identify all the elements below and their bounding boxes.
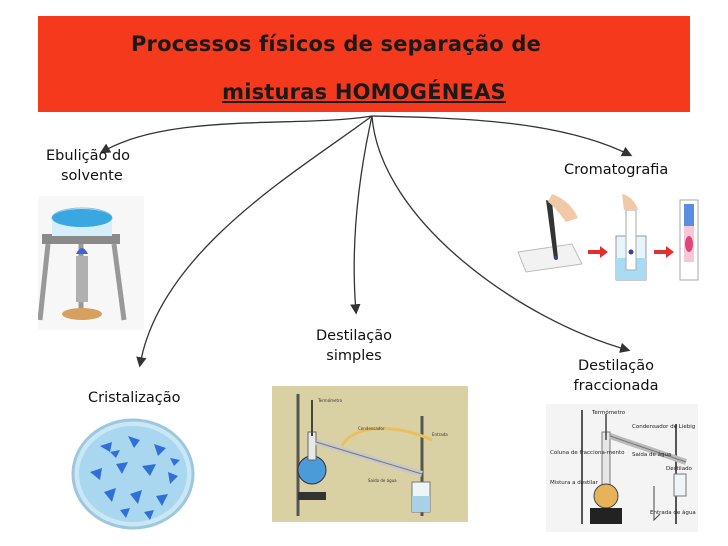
connector-cromatografia bbox=[371, 115, 633, 157]
label-cromatografia-line-1: Cromatografia bbox=[564, 162, 669, 178]
connector-cristalizacao bbox=[136, 115, 373, 368]
label-cromatografia: Cromatografia bbox=[564, 160, 668, 180]
label-mistura: Mistura a destilar bbox=[550, 480, 599, 486]
connector-destilacao-fraccionada bbox=[371, 115, 631, 353]
destilacao-fraccionada-photo: Termómetro Condensador de Liebig Coluna … bbox=[546, 404, 698, 532]
label-destilado: Destilado bbox=[666, 466, 693, 472]
label-entrada-agua: Entrada de água bbox=[650, 509, 696, 516]
ebulicao-photo bbox=[38, 196, 144, 330]
label-saida-agua: Saída de água bbox=[632, 451, 671, 458]
label-termometro: Termómetro bbox=[591, 409, 626, 416]
label-destilacao-fraccionada-line-1: Destilação bbox=[578, 358, 654, 374]
label-coluna: Coluna de fracciona-mento bbox=[550, 450, 625, 456]
label-ebulicao-line-1: Ebulição do bbox=[46, 148, 131, 164]
label-cristalizacao: Cristalização bbox=[88, 388, 181, 408]
title-line-2: misturas HOMOGÉNEAS bbox=[222, 80, 506, 104]
svg-text:Condensador: Condensador bbox=[358, 426, 385, 431]
label-destilacao-simples: Destilação simples bbox=[308, 326, 400, 366]
label-destilacao-fraccionada: Destilação fraccionada bbox=[566, 356, 666, 396]
label-destilacao-simples-line-2: simples bbox=[326, 348, 382, 364]
cromatografia-photo bbox=[512, 192, 702, 284]
cristalizacao-photo bbox=[70, 416, 196, 532]
svg-text:Termómetro: Termómetro bbox=[317, 398, 343, 403]
title-line-1: Processos físicos de separação de bbox=[130, 32, 542, 56]
label-destilacao-fraccionada-line-2: fraccionada bbox=[573, 378, 659, 394]
label-condensador: Condensador de Liebig bbox=[632, 424, 695, 430]
title-banner: Processos físicos de separação de mistur… bbox=[38, 16, 690, 112]
connector-ebulicao bbox=[99, 115, 373, 154]
label-ebulicao-line-2: solvente bbox=[61, 168, 123, 184]
label-ebulicao: Ebulição do solvente bbox=[46, 146, 130, 186]
connector-destilacao-simples bbox=[350, 115, 373, 315]
svg-text:Entrada: Entrada bbox=[432, 432, 448, 437]
label-destilacao-simples-line-1: Destilação bbox=[316, 328, 392, 344]
svg-text:Saída de água: Saída de água bbox=[368, 478, 397, 483]
label-cristalizacao-line-1: Cristalização bbox=[88, 390, 181, 406]
destilacao-simples-photo: Termómetro Condensador Entrada Saída de … bbox=[272, 386, 468, 522]
